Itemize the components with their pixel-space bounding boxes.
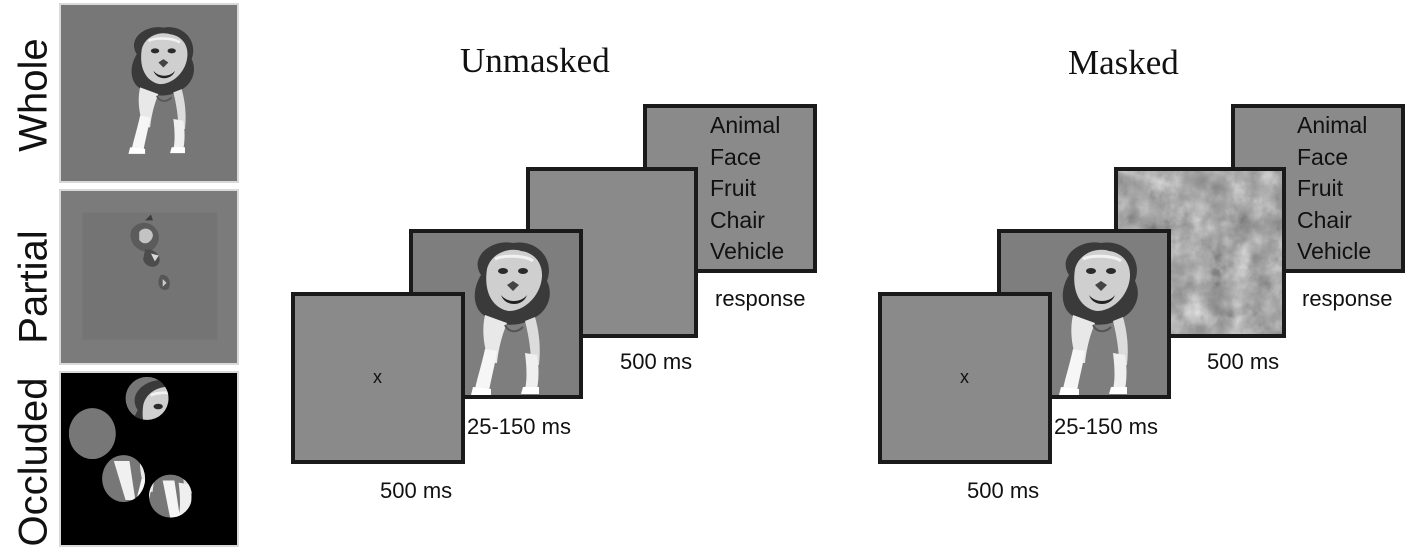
choice-vehicle: Vehicle bbox=[710, 238, 785, 264]
response-label: response bbox=[1302, 286, 1393, 311]
choice-animal: Animal bbox=[710, 112, 781, 138]
fixation-duration-label: 500 ms bbox=[380, 478, 453, 503]
response-label: response bbox=[715, 286, 806, 311]
fixation-frame bbox=[878, 292, 1052, 464]
unmasked-title: Unmasked bbox=[460, 41, 610, 80]
response-choices: Animal Face Fruit Chair Vehicle bbox=[1297, 110, 1371, 268]
stimulus-duration-label: 25-150 ms bbox=[467, 414, 571, 439]
fixation-cross: x bbox=[373, 367, 382, 387]
masked-title: Masked bbox=[1068, 43, 1179, 82]
choice-fruit: Fruit bbox=[710, 175, 756, 201]
fixation-cross: x bbox=[960, 367, 969, 387]
partial-stimulus-thumbnail bbox=[59, 189, 239, 365]
occluded-stimulus-thumbnail bbox=[59, 371, 239, 547]
fixation-frame bbox=[291, 292, 465, 464]
choice-vehicle: Vehicle bbox=[1297, 238, 1372, 264]
fixation-duration-label: 500 ms bbox=[967, 478, 1040, 503]
occluded-lion-image bbox=[61, 373, 237, 545]
choice-face: Face bbox=[1297, 143, 1349, 170]
choice-chair: Chair bbox=[710, 206, 765, 233]
choice-face: Face bbox=[710, 143, 762, 170]
choice-fruit: Fruit bbox=[1297, 175, 1343, 201]
stimulus-duration-label: 25-150 ms bbox=[1054, 414, 1158, 439]
response-choices: Animal Face Fruit Chair Vehicle bbox=[710, 110, 784, 268]
whole-lion-image bbox=[61, 5, 237, 181]
partial-lion-image bbox=[61, 191, 237, 363]
post-duration-label: 500 ms bbox=[1207, 349, 1280, 374]
choice-animal: Animal bbox=[1297, 112, 1368, 138]
post-duration-label: 500 ms bbox=[620, 349, 693, 374]
choice-chair: Chair bbox=[1297, 206, 1352, 233]
whole-stimulus-thumbnail bbox=[59, 3, 239, 183]
